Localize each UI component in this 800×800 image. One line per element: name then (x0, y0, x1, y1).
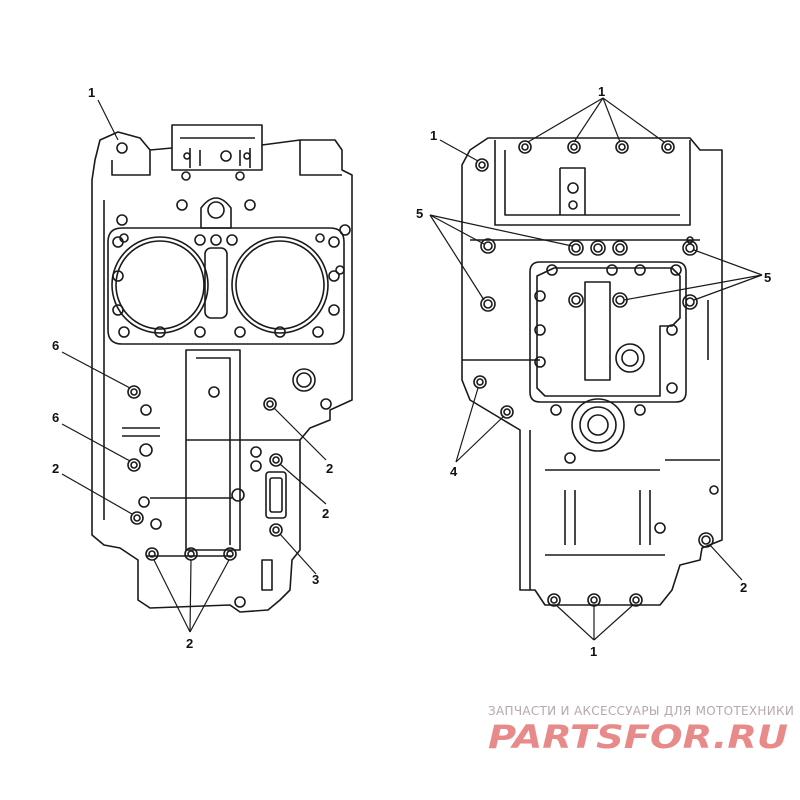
callout-left-1: 1 (88, 85, 95, 100)
callout-right-4: 4 (450, 464, 458, 479)
callout-left-3: 3 (312, 572, 319, 587)
oil-pan-rail (529, 261, 687, 403)
callout-right-1b: 1 (430, 128, 437, 143)
callout-left-2a: 2 (52, 461, 59, 476)
callout-right-5b: 5 (764, 270, 771, 285)
cylinder-bore-left (111, 236, 209, 334)
right-crankcase-view (429, 97, 763, 641)
left-crankcase-view (61, 99, 353, 633)
callout-left-6a: 6 (52, 338, 59, 353)
left-case-outline (91, 124, 353, 613)
head-gasket-face (107, 227, 345, 345)
callout-left-2b: 2 (326, 461, 333, 476)
left-leader-lines (61, 99, 327, 633)
watermark-logo: PARTSFOR.RU (488, 718, 788, 756)
head-bolt-holes (112, 233, 340, 338)
callout-right-5a: 5 (416, 206, 423, 221)
callout-left-2d: 2 (186, 636, 193, 651)
right-bolt-holes (473, 140, 719, 607)
crankshaft-journal (571, 398, 625, 452)
cylinder-bore-right (231, 236, 329, 334)
callout-left-2c: 2 (322, 506, 329, 521)
callout-right-2: 2 (740, 580, 747, 595)
callout-left-6b: 6 (52, 410, 59, 425)
right-leader-lines (429, 97, 763, 641)
callout-labels: 1 6 6 2 2 2 3 2 1 1 5 5 4 2 1 (52, 84, 771, 659)
right-case-outline (461, 137, 723, 606)
callout-right-1c: 1 (590, 644, 597, 659)
watermark-tagline: ЗАПЧАСТИ И АКСЕССУАРЫ ДЛЯ МОТОТЕХНИКИ (488, 704, 795, 718)
callout-right-1a: 1 (598, 84, 605, 99)
watermark-logo-text: PARTSFOR.RU (488, 718, 788, 756)
